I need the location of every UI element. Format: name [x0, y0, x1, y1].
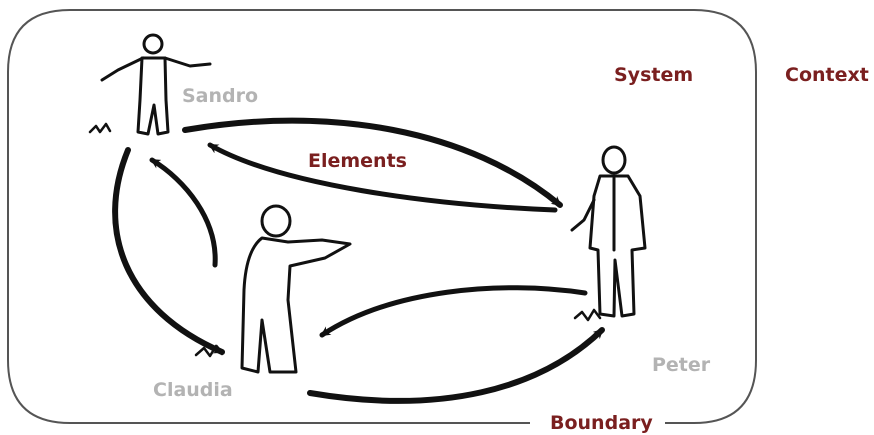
person-label-claudia: Claudia [153, 379, 233, 401]
arrow-claudia-to-peter [307, 327, 605, 404]
person-label-sandro: Sandro [182, 85, 259, 107]
sandro-figure [88, 33, 212, 136]
arrow-claudia-to-sandro [149, 157, 218, 268]
boundary-label: Boundary [544, 414, 659, 433]
arrow-peter-to-sandro [207, 142, 558, 213]
arrow-peter-to-claudia [319, 285, 588, 338]
arrow-sandro-to-claudia [112, 147, 225, 355]
person-label-peter: Peter [652, 354, 711, 376]
system-boundary [7, 9, 757, 424]
peter-figure [570, 145, 647, 322]
system-label: System [614, 64, 694, 86]
elements-label: Elements [308, 150, 407, 172]
context-label: Context [785, 64, 869, 86]
claudia-figure [194, 204, 352, 374]
arrow-sandro-to-peter [182, 117, 563, 208]
